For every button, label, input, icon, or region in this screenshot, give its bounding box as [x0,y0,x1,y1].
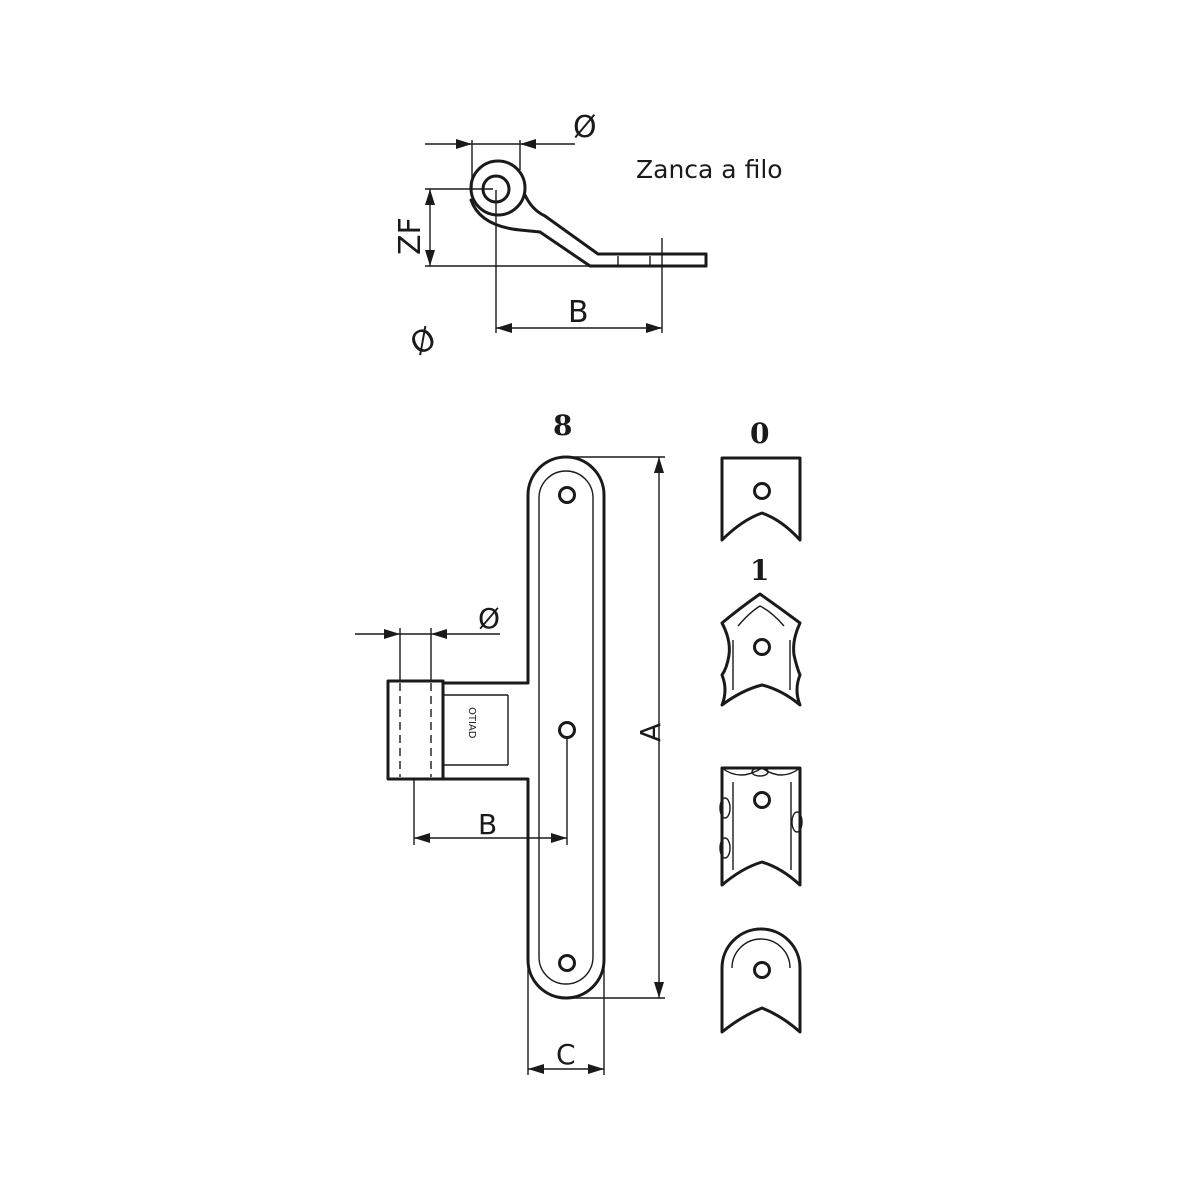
main-hole-top [558,486,576,504]
variants: 0 1 [719,417,803,1034]
main-diameter-dimension: Ø [355,602,500,681]
variant-1-number: 1 [750,554,769,587]
main-barrel: OTIAD [386,679,509,781]
main-stamp: OTIAD [466,707,477,739]
top-diameter-label: Ø [573,110,597,145]
main-hole-bottom [558,954,576,972]
main-leaf-outline [441,455,606,1000]
main-hole-middle [558,721,576,739]
main-variant-number: 8 [553,409,572,442]
variant-0: 0 [720,417,802,542]
main-b-dimension: B [413,738,568,845]
top-view-title: Zanca a filo [636,155,783,184]
variant-4 [719,766,803,887]
main-view: 8 OTIAD Ø [355,409,667,1075]
main-c-dimension: C [527,965,605,1075]
main-a-label: A [634,723,667,742]
variant-1: 1 [720,554,802,707]
main-b-label: B [478,808,497,841]
main-diameter-label: Ø [478,602,500,635]
top-ze-dimension: ZF [393,188,590,267]
main-c-label: C [556,1038,576,1071]
top-shank [538,214,708,268]
top-b-dimension: B [495,190,663,333]
top-ze-label: ZF [393,217,428,255]
top-b-label: B [568,295,589,330]
top-diameter-dimension: Ø [425,110,597,190]
top-view: Zanca a filo Ø [393,110,783,363]
top-diameter-cut-label: Ø [405,321,443,363]
top-eye [469,159,547,234]
main-leaf-inner-border [538,470,594,985]
variant-0-number: 0 [750,417,769,450]
variant-7 [720,927,802,1034]
main-a-dimension: A [570,456,667,999]
